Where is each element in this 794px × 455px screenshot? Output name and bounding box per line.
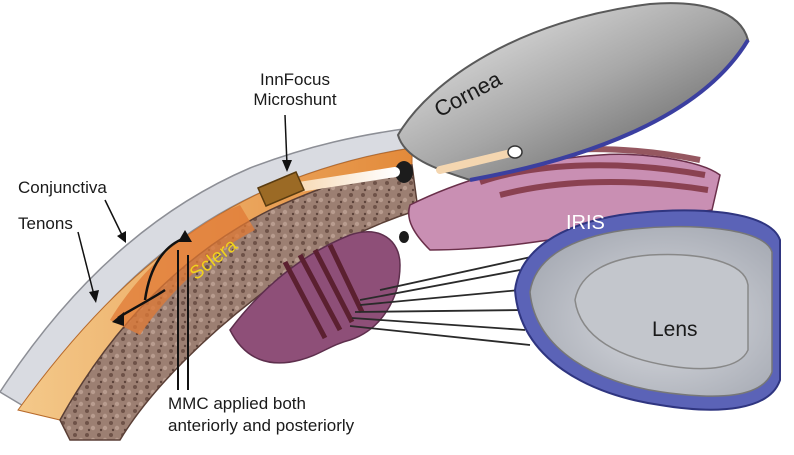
mmc-label-line2: anteriorly and posteriorly	[168, 415, 354, 437]
iris-label: IRIS	[566, 212, 605, 235]
innfocus-label-line1: InnFocus	[240, 70, 350, 90]
mmc-label: MMC applied both anteriorly and posterio…	[168, 393, 354, 437]
mmc-label-line1: MMC applied both	[168, 393, 354, 415]
leader-conjunctiva	[105, 200, 122, 235]
lens-label: Lens	[652, 318, 698, 342]
microshunt-opening	[508, 146, 522, 158]
innfocus-label: InnFocus Microshunt	[240, 70, 350, 110]
angle-dot	[399, 231, 409, 243]
innfocus-label-line2: Microshunt	[240, 90, 350, 110]
conjunctiva-label: Conjunctiva	[18, 178, 107, 198]
tenons-label: Tenons	[18, 214, 73, 234]
